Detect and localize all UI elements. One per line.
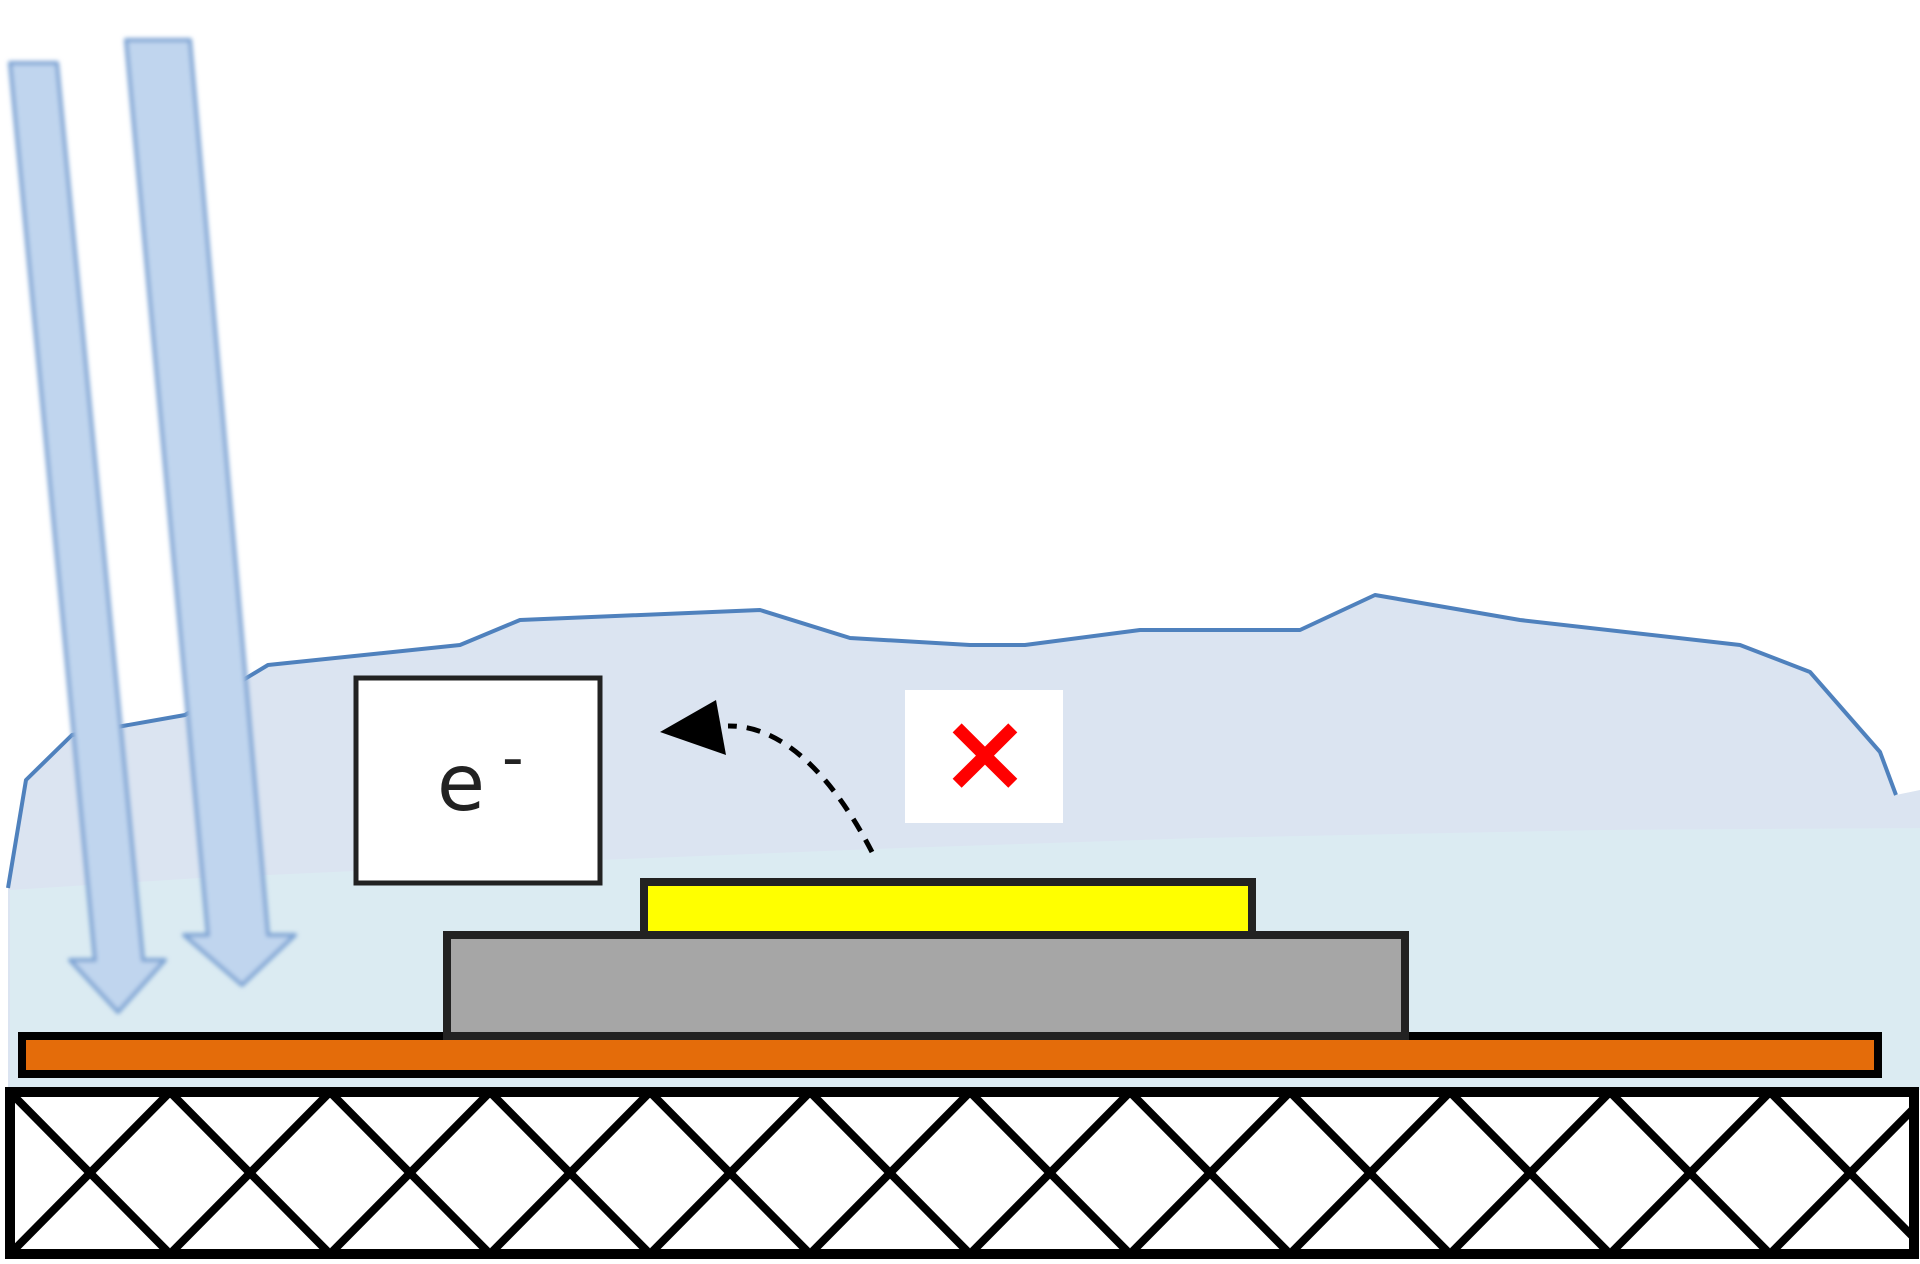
arrowhead-icon	[660, 700, 726, 755]
blocked-indicator: ×	[905, 688, 1063, 823]
light-arrow-left	[8, 61, 167, 1014]
electrode-strip	[18, 1032, 1882, 1078]
light-arrows	[8, 38, 297, 1014]
electron-transfer-path	[727, 723, 875, 854]
electron-charge-sign: -	[502, 723, 524, 793]
middle-layer	[443, 931, 1409, 1040]
electron-box-frame	[353, 675, 603, 886]
substrate-block	[5, 1087, 1919, 1259]
electron-transfer-arrow	[660, 700, 875, 854]
liquid-surface-outline	[6, 593, 1898, 889]
electron-symbol: e	[437, 739, 485, 829]
top-layer	[640, 878, 1256, 939]
blocked-indicator-box	[905, 690, 1063, 823]
light-arrow-right	[124, 38, 297, 987]
electron-box: e -	[353, 675, 603, 886]
close-icon: ×	[939, 688, 1031, 816]
